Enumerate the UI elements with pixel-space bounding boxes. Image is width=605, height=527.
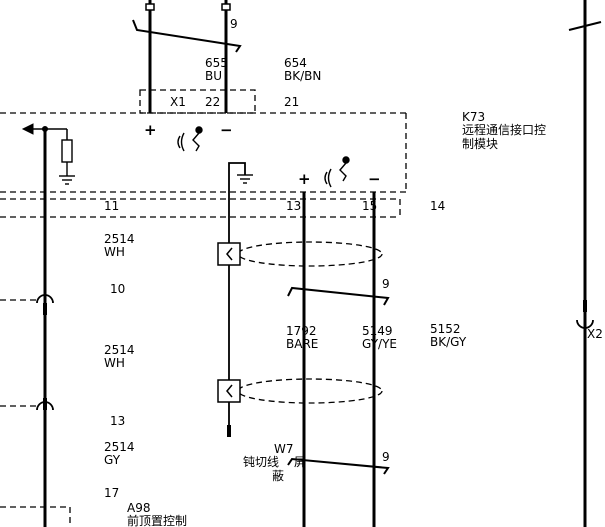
wire-c-circuit: 2514 [104, 440, 135, 454]
mic-signal-wires [287, 192, 390, 527]
right-edge-partial-label: X2 [587, 327, 603, 341]
k73-lower-minus: − [368, 170, 381, 188]
connector-x1-box [139, 89, 256, 114]
wire-a-color: WH [104, 245, 125, 259]
k73-pin-13: 13 [286, 199, 301, 213]
module-k73-name-line1: 远程通信接口控 [462, 122, 546, 137]
left-dashed-boundaries [0, 299, 37, 407]
k73-lower-plus: + [298, 170, 311, 188]
splice-w7-ref: W7 [274, 442, 294, 456]
wire-654-circuit: 654 [284, 56, 307, 70]
microphone-icon-upper [177, 126, 203, 152]
microphone-icon-lower [324, 156, 350, 188]
splice-w7-twist-count: 9 [382, 450, 390, 464]
wire-655-color: BU [205, 69, 222, 83]
module-a98-ref: A98 [127, 501, 150, 515]
wire-c-color: GY [104, 453, 121, 467]
module-k73-boundary [0, 112, 407, 218]
k73-pin-14: 14 [430, 199, 445, 213]
ground-icon-left [59, 162, 75, 185]
wire-5152-circuit: 5152 [430, 322, 461, 336]
wire-655-circuit: 655 [205, 56, 228, 70]
k73-pin-11: 11 [104, 199, 119, 213]
top-twisted-pair [132, 0, 242, 113]
module-a98-name: 前顶置控制 [127, 513, 187, 527]
wire-5149-circuit: 5149 [362, 324, 393, 338]
shield-ellipses [237, 241, 383, 404]
wire-654-color: BK/BN [284, 69, 321, 83]
top-twist-count: 9 [230, 17, 238, 31]
wire-5149-color: GY/YE [362, 337, 397, 351]
splice-w7-label-extra: 屏 [294, 455, 306, 469]
wire-5152-color: BK/GY [430, 335, 467, 349]
k73-upper-plus: + [144, 121, 157, 139]
wire-1792-circuit: 1792 [286, 324, 317, 338]
left-pin-13: 13 [110, 414, 125, 428]
module-a98-boundary [0, 506, 71, 527]
connector-x1-pin-21: 21 [284, 95, 299, 109]
wire-b-circuit: 2514 [104, 343, 135, 357]
splice-w7-label-line1: 钝切线 [243, 455, 279, 469]
module-k73-ref: K73 [462, 110, 485, 124]
ground-icon-middle [237, 174, 253, 184]
connector-x1-label: X1 [170, 95, 186, 109]
left-pin-10: 10 [110, 282, 125, 296]
shield-ground-wire [227, 162, 246, 437]
k73-upper-minus: − [220, 121, 233, 139]
right-edge-wire [568, 0, 602, 527]
left-vertical-wire [36, 129, 54, 527]
resistor-icon [61, 139, 73, 163]
module-k73-name-line2: 制模块 [462, 137, 498, 151]
wire-a-circuit: 2514 [104, 232, 135, 246]
connector-x1-pin-22: 22 [205, 95, 220, 109]
mic-twist-count-upper: 9 [382, 277, 390, 291]
left-pin-17: 17 [104, 486, 119, 500]
shield-drain-icon-lower [217, 379, 241, 403]
wire-b-color: WH [104, 356, 125, 370]
splice-w7-label-line2: 蔽 [272, 469, 284, 483]
shield-drain-icon-upper [217, 242, 241, 266]
wire-1792-color: BARE [286, 337, 318, 351]
